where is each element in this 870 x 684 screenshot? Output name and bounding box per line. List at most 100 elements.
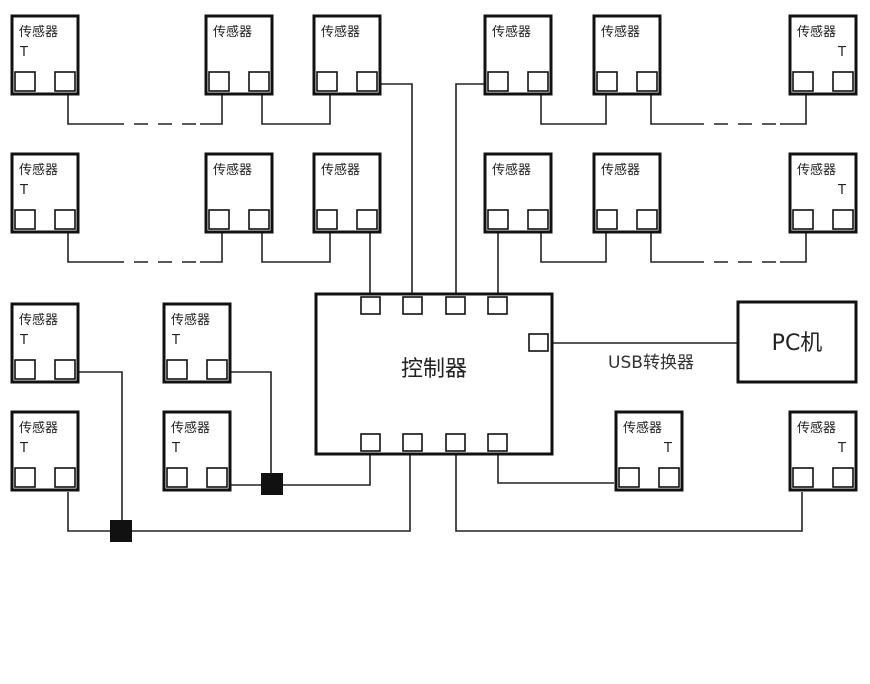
sensor-label: 传感器: [171, 420, 210, 436]
sensor-port: [618, 467, 640, 488]
wire: [455, 83, 488, 299]
controller-box: [314, 292, 554, 456]
sensor-node: 传感器: [483, 14, 553, 96]
wiring: [67, 83, 807, 532]
sensor-label: 传感器: [213, 24, 252, 40]
wire: [780, 230, 807, 263]
sensor-port: [54, 359, 76, 380]
sensor-label: 传感器: [492, 24, 531, 40]
wire: [650, 230, 690, 263]
wire: [77, 371, 123, 523]
sensor-mark: T: [19, 333, 28, 348]
sensor-mark: T: [837, 45, 846, 60]
sensor-port: [206, 359, 228, 380]
wire: [540, 230, 607, 263]
controller: 控制器: [314, 292, 554, 456]
sensor-port: [166, 359, 188, 380]
wire: [497, 452, 614, 484]
sensor-mark: T: [837, 183, 846, 198]
sensor-mark: T: [19, 45, 28, 60]
sensor-group: 传感器T传感器传感器传感器传感器传感器T传感器T传感器传感器传感器传感器传感器T…: [10, 14, 858, 492]
pc-box: [736, 300, 858, 384]
sensor-port: [14, 467, 36, 488]
sensor-node: 传感器: [204, 152, 274, 234]
wire: [780, 92, 807, 125]
sensor-node: 传感器: [592, 152, 662, 234]
sensor-mark: T: [663, 441, 672, 456]
sensor-port: [14, 359, 36, 380]
wire: [650, 92, 690, 125]
controller-port: [445, 433, 466, 452]
sensor-mark: T: [171, 333, 180, 348]
sensor-label: 传感器: [213, 162, 252, 178]
wire: [230, 452, 371, 486]
wire: [229, 371, 272, 483]
sensor-label: 传感器: [19, 312, 58, 328]
controller-port: [487, 433, 508, 452]
sensor-port: [54, 209, 76, 230]
sensor-port: [356, 71, 378, 92]
sensor-label: 传感器: [601, 162, 640, 178]
sensor-port: [832, 209, 854, 230]
sensor-port: [316, 71, 338, 92]
sensor-node: 传感器: [483, 152, 553, 234]
controller-label: 控制器: [401, 357, 467, 382]
controller-port: [402, 296, 423, 315]
sensor-port: [487, 71, 509, 92]
wire: [200, 92, 223, 125]
sensor-label: 传感器: [321, 162, 360, 178]
sensor-port: [54, 71, 76, 92]
sensor-port: [527, 71, 549, 92]
wire: [261, 230, 331, 263]
sensor-box: [162, 302, 232, 384]
sensor-node: 传感器 T: [162, 302, 232, 384]
sensor-label: 传感器: [601, 24, 640, 40]
pc-label: PC机: [772, 331, 823, 356]
controller-port: [445, 296, 466, 315]
wire: [540, 92, 607, 125]
wire: [67, 452, 411, 532]
sensor-label: 传感器: [797, 162, 836, 178]
sensor-mark: T: [19, 183, 28, 198]
sensor-port: [792, 467, 814, 488]
sensor-port: [636, 71, 658, 92]
sensor-mark: T: [837, 441, 846, 456]
sensor-label: 传感器: [321, 24, 360, 40]
sensor-port: [54, 467, 76, 488]
sensor-port: [248, 209, 270, 230]
sensor-label: 传感器: [797, 420, 836, 436]
sensor-port: [527, 209, 549, 230]
sensor-port: [658, 467, 680, 488]
usb-converter-label: USB转换器: [608, 353, 694, 373]
sensor-node: 传感器: [204, 14, 274, 96]
sensor-node: 传感器: [312, 152, 382, 234]
sensor-label: 传感器: [19, 420, 58, 436]
sensor-port: [208, 71, 230, 92]
controller-port: [360, 433, 381, 452]
junction-hub: [110, 520, 132, 542]
sensor-node: 传感器: [592, 14, 662, 96]
sensor-label: 传感器: [492, 162, 531, 178]
sensor-port: [636, 209, 658, 230]
sensor-label: 传感器: [171, 312, 210, 328]
sensor-port: [487, 209, 509, 230]
controller-port: [360, 296, 381, 315]
sensor-label: 传感器: [19, 162, 58, 178]
sensor-node: 传感器: [312, 14, 382, 96]
sensor-port: [316, 209, 338, 230]
sensor-port: [832, 71, 854, 92]
sensor-port: [596, 209, 618, 230]
wire: [200, 230, 223, 263]
sensor-port: [356, 209, 378, 230]
sensor-port: [792, 71, 814, 92]
sensor-port: [596, 71, 618, 92]
wire: [67, 92, 110, 125]
wire: [67, 230, 110, 263]
sensor-port: [206, 467, 228, 488]
